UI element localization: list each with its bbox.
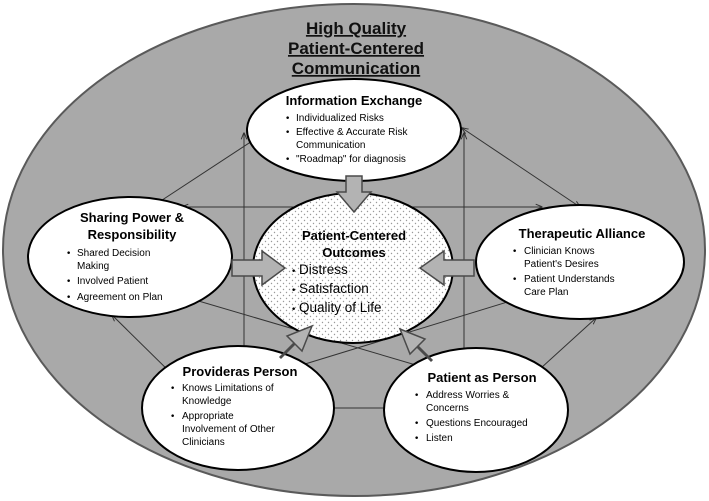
block-arrow-bottom-right-icon [398,327,434,363]
provider-as-person-item-4: Involvement of Other [182,424,275,435]
therapeutic-alliance-item-2: Patient's Desires [524,259,599,270]
block-arrow-right-icon [418,249,475,287]
block-arrow-top-icon [335,175,373,214]
center-item-2: Satisfaction [299,281,369,296]
bullet-icon: • [170,384,175,394]
center-title-line-2: Outcomes [322,245,386,260]
bullet-icon: • [512,247,517,257]
bullet-icon: • [285,155,290,165]
patient-as-person-item-1: Address Worries & [426,390,510,401]
sharing-power-item-1: Shared Decision [77,248,150,259]
provider-as-person-title: Provideras Person [183,364,298,379]
patient-as-person-item-3: Questions Encouraged [426,418,528,429]
information-exchange-item-4: "Roadmap" for diagnosis [296,154,406,165]
sharing-power-item-3: Involved Patient [77,276,148,287]
therapeutic-alliance-item-3: Patient Understands [524,274,615,285]
center-item-3: Quality of Life [299,300,382,315]
bullet-icon: • [285,128,290,138]
patient-as-person-ellipse [383,347,569,473]
bullet-icon: • [291,267,296,277]
provider-as-person-ellipse [141,345,335,471]
provider-as-person-item-5: Clinicians [182,437,225,448]
information-exchange-item-3: Communication [296,140,365,151]
bullet-icon: • [66,293,71,303]
information-exchange-title: Information Exchange [286,93,423,108]
bullet-icon: • [291,305,296,315]
patient-as-person-item-4: Listen [426,433,453,444]
title-line-3: Communication [292,59,420,78]
bullet-icon: • [512,275,517,285]
bullet-icon: • [414,434,419,444]
therapeutic-alliance-ellipse [475,204,685,320]
sharing-power-item-2: Making [77,261,109,272]
bullet-icon: • [414,391,419,401]
center-title-line-1: Patient-Centered [302,228,406,243]
bullet-icon: • [170,412,175,422]
provider-as-person-item-3: Appropriate [182,411,234,422]
bullet-icon: • [291,286,296,296]
arrow-info-therapeutic [462,128,580,207]
therapeutic-alliance-title: Therapeutic Alliance [519,226,646,241]
node-provider-as-person: Provideras Person • Knows Limitations of… [141,345,335,471]
node-therapeutic-alliance: Therapeutic Alliance • Clinician Knows P… [475,204,685,320]
title-line-2: Patient-Centered [288,39,424,58]
block-arrows [231,175,475,363]
bullet-icon: • [66,249,71,259]
sharing-power-item-4: Agreement on Plan [77,292,163,303]
node-information-exchange: Information Exchange • Individualized Ri… [246,78,462,182]
node-patient-as-person: Patient as Person • Address Worries & Co… [383,347,569,473]
therapeutic-alliance-item-4: Care Plan [524,287,568,298]
information-exchange-item-2: Effective & Accurate Risk [296,127,409,138]
block-arrow-bottom-left-icon [278,324,314,360]
node-center-outcomes: Patient-Centered Outcomes • Distress • S… [252,192,454,344]
sharing-power-title-line-1: Sharing Power & [80,210,184,225]
provider-as-person-item-2: Knowledge [182,396,232,407]
provider-as-person-item-1: Knows Limitations of [182,383,274,394]
therapeutic-alliance-item-1: Clinician Knows [524,246,595,257]
sharing-power-title-line-2: Responsibility [88,227,178,242]
bullet-icon: • [66,277,71,287]
block-arrow-left-icon [231,249,287,287]
patient-as-person-title: Patient as Person [427,370,536,385]
bullet-icon: • [414,419,419,429]
patient-as-person-item-2: Concerns [426,403,469,414]
sharing-power-ellipse [27,196,233,318]
information-exchange-item-1: Individualized Risks [296,113,384,124]
bullet-icon: • [285,114,290,124]
arrow-therapeutic-provider [292,292,540,368]
center-item-1: Distress [299,262,348,277]
title-line-1: High Quality [306,19,407,38]
node-sharing-power: Sharing Power & Responsibility • Shared … [27,196,233,318]
